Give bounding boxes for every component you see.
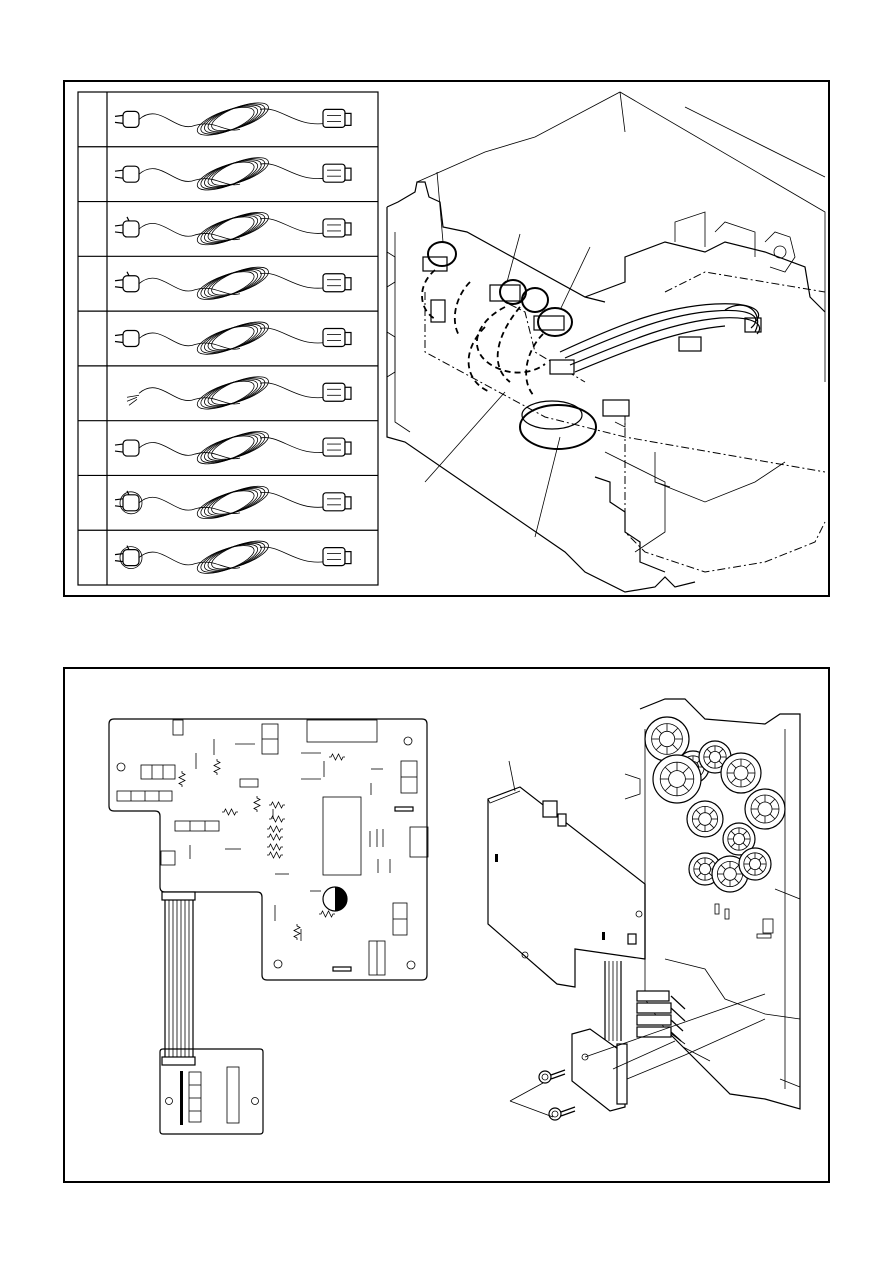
gear-icon <box>738 847 772 881</box>
gear-icon <box>686 800 724 838</box>
resistor-icon <box>213 759 221 775</box>
cord-row-bare-wire <box>126 376 352 410</box>
resistor-icon <box>329 753 345 761</box>
chassis-view <box>386 91 826 593</box>
figure-top-drawing <box>77 91 826 593</box>
resistor-icon <box>178 771 186 787</box>
resistor-icon <box>293 924 301 940</box>
resistor-icon <box>269 801 285 809</box>
plug-icon <box>126 394 140 406</box>
iec-connector-icon <box>322 163 352 183</box>
plug-icon <box>114 271 140 293</box>
iec-connector-icon <box>322 492 352 512</box>
figure-power-cords-routing <box>63 80 830 597</box>
gear-icon <box>644 716 690 762</box>
gear-icon <box>720 752 762 794</box>
iec-connector-icon <box>322 382 352 402</box>
control-pcb-flat <box>108 718 429 1135</box>
cord-variant-table <box>77 91 379 586</box>
plug-icon <box>114 165 140 183</box>
screw-2 <box>548 1106 576 1121</box>
resistor-icon <box>253 796 261 812</box>
iec-connector-icon <box>322 273 352 293</box>
gear-icon <box>722 822 756 856</box>
cord-row-india <box>114 540 352 574</box>
plug-icon <box>114 216 140 238</box>
iec-connector-icon <box>322 108 352 128</box>
gear-icon <box>744 788 786 830</box>
resistor-icon <box>267 833 283 841</box>
plug-icon <box>114 545 143 570</box>
screw-1 <box>538 1069 566 1084</box>
resistor-icon <box>267 843 283 851</box>
cord-row-eu-schuko <box>114 102 352 136</box>
cord-row-australia <box>114 211 352 246</box>
plug-icon <box>114 110 140 128</box>
resistor-icon <box>267 851 283 859</box>
resistor-icon <box>319 910 335 918</box>
resistor-icon <box>267 825 283 833</box>
plug-icon <box>114 329 140 348</box>
iec-connector-icon <box>322 327 352 348</box>
plug-icon <box>114 439 140 457</box>
gear-icon <box>652 754 702 804</box>
figure-bottom-drawing <box>108 698 801 1135</box>
assembly-view <box>487 698 801 1121</box>
iec-connector-icon <box>322 437 352 457</box>
cord-row-europe-type-e <box>114 431 352 465</box>
cord-row-eu-round-pin <box>114 157 352 191</box>
plug-icon <box>114 490 143 515</box>
figure-control-board <box>63 667 830 1183</box>
cord-row-usa <box>114 321 352 355</box>
resistor-icon <box>269 815 285 823</box>
iec-connector-icon <box>322 218 352 238</box>
resistor-icon <box>222 808 238 816</box>
cord-row-uk <box>114 266 352 300</box>
iec-connector-icon <box>322 547 352 567</box>
cord-row-south-africa <box>114 485 352 520</box>
